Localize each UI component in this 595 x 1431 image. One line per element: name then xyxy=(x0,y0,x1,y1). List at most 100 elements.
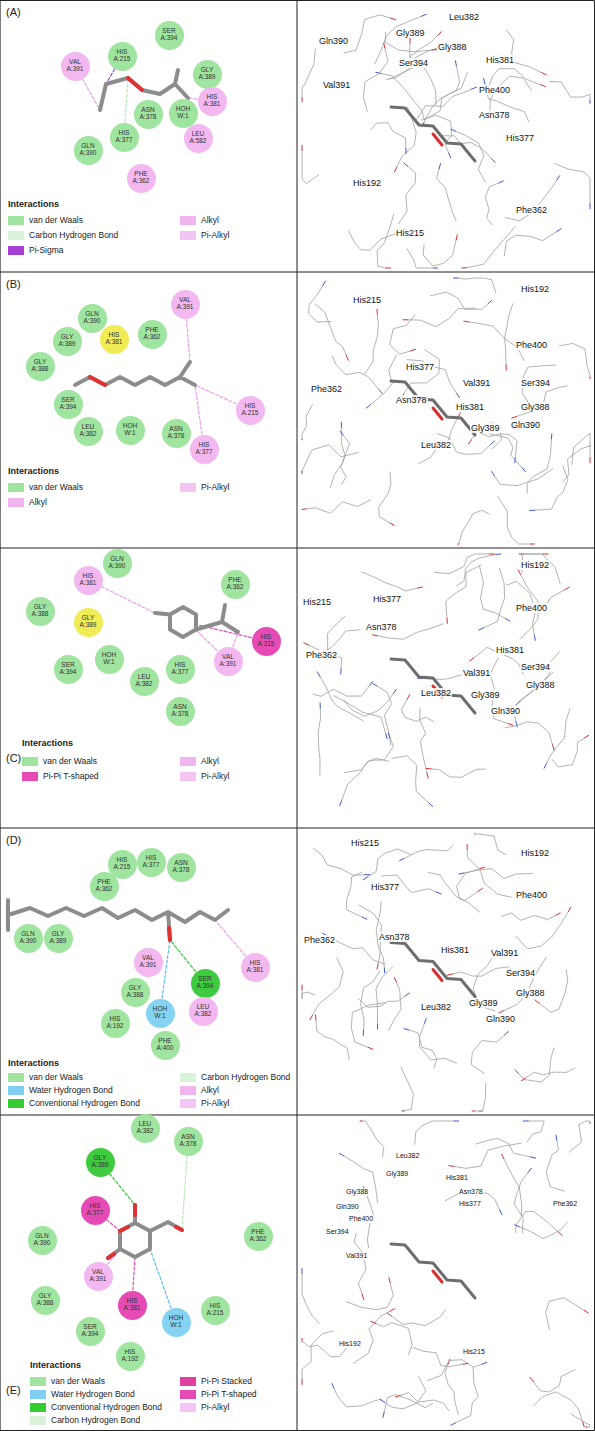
legend-swatch xyxy=(180,1377,196,1386)
protein-wireframe xyxy=(334,696,386,734)
protein-wireframe xyxy=(386,50,432,79)
protein-atom xyxy=(454,278,458,279)
residue-name: GLN A:390 xyxy=(17,931,39,945)
protein-atom xyxy=(406,993,410,996)
protein-wireframe xyxy=(371,123,406,149)
protein-atom xyxy=(590,101,591,104)
protein-wireframe xyxy=(457,554,496,585)
protein-wireframe xyxy=(404,845,453,858)
protein-wireframe xyxy=(504,232,557,256)
protein-wireframe xyxy=(437,169,457,222)
panel-letter: (B) xyxy=(6,278,21,291)
protein-atom xyxy=(467,844,468,849)
residue-name: GLN A:390 xyxy=(106,556,128,570)
protein-atom xyxy=(518,570,520,574)
protein-atom xyxy=(583,1422,585,1427)
ligand-3d-oxygen xyxy=(433,970,442,981)
residue-label-3d: Phe400 xyxy=(515,603,548,613)
residue-name: GLY A:388 xyxy=(34,1293,56,1307)
residue-label-3d: Gln390 xyxy=(490,706,521,716)
panel-divider xyxy=(0,548,595,549)
residue-circle: VAL A:391 xyxy=(84,1262,113,1291)
residue-name: PHE A:400 xyxy=(154,1038,176,1052)
residue-circle: GLN A:390 xyxy=(78,304,107,333)
interaction-line xyxy=(125,78,128,122)
protein-wireframe xyxy=(489,434,522,468)
interaction-line xyxy=(182,1156,187,1230)
residue-label-3d: Phe400 xyxy=(478,85,511,95)
legend-entry: Pi-Pi T-shaped xyxy=(22,771,99,781)
protein-wireframe xyxy=(535,466,568,510)
residue-circle: HOH W:1 xyxy=(162,1308,191,1337)
protein-atom xyxy=(439,164,440,169)
residue-circle: PHE A:362 xyxy=(90,872,119,901)
protein-wireframe xyxy=(302,49,316,98)
residue-name: PHE A:362 xyxy=(141,327,163,341)
protein-wireframe xyxy=(519,1048,555,1082)
protein-atom xyxy=(543,554,548,555)
protein-atom xyxy=(505,1032,509,1035)
protein-wireframe xyxy=(362,572,418,591)
protein-atom xyxy=(366,405,370,408)
ligand-3d xyxy=(391,1244,475,1298)
legend-entry: Pi-Alkyl xyxy=(180,230,229,240)
residue-name: HIS A:381 xyxy=(121,1298,143,1312)
residue-name: HIS A:192 xyxy=(119,1349,141,1363)
protein-atom xyxy=(411,349,416,351)
residue-label-3d: His377 xyxy=(370,882,400,892)
protein-wireframe xyxy=(377,214,394,268)
protein-atom xyxy=(425,1019,427,1024)
ligand-structure xyxy=(75,362,195,385)
protein-atom xyxy=(590,377,591,378)
residue-circle: GLN A:390 xyxy=(74,136,103,165)
residue-label-3d: Val391 xyxy=(462,378,491,388)
legend-entry: Alkyl xyxy=(180,756,219,766)
residue-label-3d: Phe362 xyxy=(552,1200,578,1208)
protein-wireframe xyxy=(467,849,511,897)
ligand-oxygen xyxy=(90,377,105,385)
residue-circle: ASN A:378 xyxy=(134,100,163,129)
protein-wireframe xyxy=(516,912,568,949)
protein-atom xyxy=(522,468,525,472)
legend-entry: Water Hydrogen Bond xyxy=(30,1389,135,1399)
protein-wireframe xyxy=(334,1388,381,1407)
panel-divider xyxy=(0,272,595,273)
protein-wireframe xyxy=(505,180,557,221)
panel-letter: (A) xyxy=(6,6,21,19)
protein-atom xyxy=(341,422,342,427)
protein-wireframe xyxy=(506,30,542,73)
protein-atom xyxy=(456,235,457,240)
legend-text: Alkyl xyxy=(201,756,219,766)
residue-circle: ASN A:378 xyxy=(166,697,195,726)
protein-atom xyxy=(514,458,516,463)
residue-circle: GLN A:390 xyxy=(14,924,43,953)
legend-text: Pi-Alkyl xyxy=(201,482,229,492)
residue-circle: LEU A:382 xyxy=(74,417,103,446)
residue-name: LEU A:382 xyxy=(133,674,155,688)
legend-swatch xyxy=(180,483,196,492)
legend-text: Pi-Pi Stacked xyxy=(201,1376,252,1386)
residue-circle: HIS A:377 xyxy=(110,123,139,152)
residue-circle: ASN A:378 xyxy=(162,419,191,448)
residue-name: HIS A:377 xyxy=(193,442,215,456)
protein-atom xyxy=(449,153,451,158)
residue-name: GLY A:389 xyxy=(196,67,218,81)
protein-wireframe xyxy=(527,1121,544,1142)
protein-atom xyxy=(469,440,472,444)
protein-atom xyxy=(302,508,306,510)
protein-atom xyxy=(340,431,343,435)
residue-name: HOH W:1 xyxy=(149,1006,171,1020)
protein-wireframe xyxy=(312,958,343,1016)
residue-label-3d: Phe362 xyxy=(305,650,338,660)
residue-circle: GLN A:390 xyxy=(103,549,132,578)
residue-label-3d: Ser394 xyxy=(520,378,551,388)
protein-atom xyxy=(362,917,367,919)
protein-atom xyxy=(544,764,546,769)
residue-circle: HIS A:192 xyxy=(101,1009,130,1038)
legend-text: Carbon Hydrogen Bond xyxy=(201,1072,290,1082)
residue-name: HIS A:381 xyxy=(103,332,125,346)
protein-wireframe xyxy=(409,1030,437,1068)
residue-name: HIS A:215 xyxy=(111,857,133,871)
protein-atom xyxy=(459,873,464,874)
protein-atom xyxy=(302,985,303,989)
